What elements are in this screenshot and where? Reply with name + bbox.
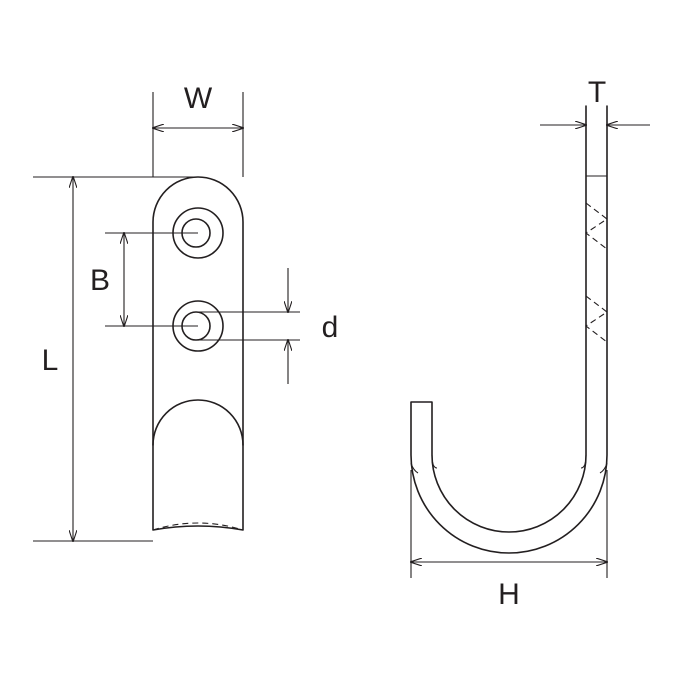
hook-outer-bend-right [599, 462, 608, 474]
hook-outline [410, 105, 608, 554]
plate-bottom-hidden-edge [152, 522, 244, 531]
hook-hidden-hole-lower [585, 295, 608, 343]
label-b: B [90, 264, 110, 297]
label-h: H [498, 578, 520, 611]
label-t: T [588, 76, 606, 109]
dimension-l: L [33, 177, 198, 541]
front-view [152, 176, 244, 531]
dimension-d: d [198, 268, 338, 384]
hook-inner-bend-left [431, 454, 438, 469]
label-w: W [184, 82, 213, 115]
plate-bend-line [152, 399, 244, 446]
hook-inner-bend-right [580, 454, 587, 469]
side-view [410, 105, 608, 554]
label-d: d [322, 311, 339, 344]
dimension-t: T [540, 76, 650, 125]
hook-outer-bend-left [410, 462, 419, 474]
label-l: L [42, 344, 59, 377]
hook-hidden-hole-upper [585, 202, 608, 250]
dimension-w: W [153, 82, 243, 177]
plate-outline [152, 176, 244, 531]
dimension-b: B [90, 233, 198, 326]
dimension-h: H [411, 470, 607, 611]
